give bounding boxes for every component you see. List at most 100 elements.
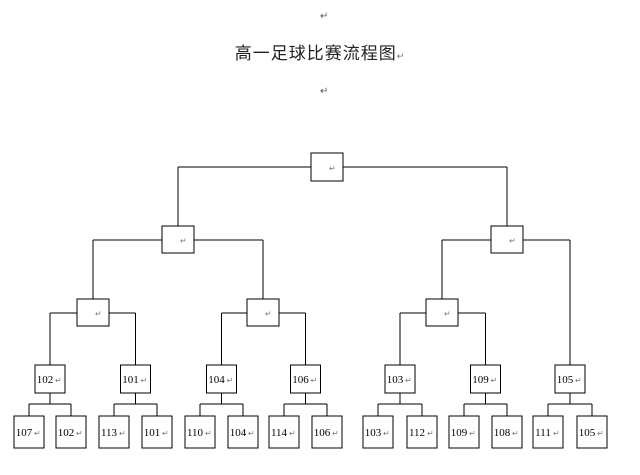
- team-box-label: 105: [579, 427, 596, 439]
- round2-box: ↵: [425, 298, 459, 327]
- winner-box-frame: [120, 364, 151, 394]
- team-box: 102↵: [55, 415, 87, 449]
- round2-box-paragraph-mark: ↵: [265, 310, 272, 319]
- team-box-paragraph-mark: ↵: [597, 429, 604, 438]
- winner-box: 105↵: [554, 364, 586, 394]
- team-box-frame: [406, 415, 438, 449]
- round2-box-frame: [425, 298, 459, 327]
- team-box-frame: [13, 415, 45, 449]
- winner-box-frame: [554, 364, 586, 394]
- final-box: ↵: [310, 152, 344, 182]
- winner-box-label: 102: [37, 374, 54, 386]
- team-box-label: 112: [409, 427, 425, 439]
- team-box-paragraph-mark: ↵: [119, 429, 126, 438]
- winner-box-paragraph-mark: ↵: [311, 376, 318, 385]
- winner-box: 109↵: [470, 364, 501, 394]
- team-box-frame: [184, 415, 216, 449]
- winner-box-frame: [290, 364, 321, 394]
- winner-box-paragraph-mark: ↵: [491, 376, 498, 385]
- team-box-label: 109: [451, 427, 468, 439]
- winner-box-paragraph-mark: ↵: [141, 376, 148, 385]
- team-box: 103↵: [362, 415, 394, 449]
- winner-box-frame: [470, 364, 501, 394]
- team-box-label: 103: [365, 427, 382, 439]
- semifinal-box-frame: [161, 225, 195, 254]
- team-box-paragraph-mark: ↵: [512, 429, 519, 438]
- team-box-paragraph-mark: ↵: [76, 429, 83, 438]
- team-box-paragraph-mark: ↵: [34, 429, 41, 438]
- paragraph-mark-middle: ↵: [320, 86, 329, 97]
- winner-box: 103↵: [384, 364, 416, 394]
- title-paragraph-mark: ↵: [396, 52, 406, 62]
- title-text: 高一足球比赛流程图: [234, 44, 397, 64]
- winner-box-paragraph-mark: ↵: [227, 376, 234, 385]
- team-box-label: 113: [101, 427, 118, 439]
- winner-box: 104↵: [206, 364, 237, 394]
- winner-box-frame: [34, 364, 66, 394]
- round2-box: ↵: [76, 298, 110, 327]
- team-box: 114↵: [268, 415, 300, 449]
- team-box-frame: [268, 415, 300, 449]
- team-box: 106↵: [311, 415, 343, 449]
- winner-box-paragraph-mark: ↵: [405, 376, 412, 385]
- team-box-paragraph-mark: ↵: [469, 429, 476, 438]
- team-box-frame: [311, 415, 343, 449]
- team-box-frame: [98, 415, 130, 449]
- team-box-paragraph-mark: ↵: [427, 429, 434, 438]
- team-box-label: 110: [187, 427, 204, 439]
- winner-box: 102↵: [34, 364, 66, 394]
- semifinal-box: ↵: [161, 225, 195, 254]
- page-title: 高一足球比赛流程图↵: [0, 39, 640, 64]
- team-box: 110↵: [184, 415, 216, 449]
- winner-box-frame: [384, 364, 416, 394]
- team-box-paragraph-mark: ↵: [205, 429, 212, 438]
- team-box: 105↵: [576, 415, 608, 449]
- team-box-paragraph-mark: ↵: [553, 429, 560, 438]
- semifinal-box-paragraph-mark: ↵: [509, 237, 516, 246]
- final-box-frame: [310, 152, 344, 182]
- team-box: 113↵: [98, 415, 130, 449]
- team-box-label: 108: [494, 427, 511, 439]
- team-box-label: 111: [535, 427, 551, 439]
- round2-box: ↵: [246, 298, 280, 327]
- team-box-label: 107: [16, 427, 33, 439]
- paragraph-mark-top: ↵: [320, 11, 329, 22]
- team-box-frame: [576, 415, 608, 449]
- round2-box-paragraph-mark: ↵: [444, 310, 451, 319]
- winner-box-paragraph-mark: ↵: [55, 376, 62, 385]
- team-box-frame: [532, 415, 564, 449]
- team-box: 112↵: [406, 415, 438, 449]
- team-box: 104↵: [227, 415, 259, 449]
- team-box: 111↵: [532, 415, 564, 449]
- team-box-paragraph-mark: ↵: [248, 429, 255, 438]
- final-box-paragraph-mark: ↵: [329, 164, 336, 173]
- team-box-paragraph-mark: ↵: [162, 429, 169, 438]
- team-box-label: 104: [230, 427, 247, 439]
- team-box-label: 102: [58, 427, 75, 439]
- team-box-label: 101: [144, 427, 161, 439]
- team-box: 109↵: [448, 415, 480, 449]
- round2-box-paragraph-mark: ↵: [95, 310, 102, 319]
- semifinal-box: ↵: [490, 225, 524, 254]
- team-box: 101↵: [141, 415, 173, 449]
- winner-box-label: 101: [122, 374, 139, 386]
- team-box-paragraph-mark: ↵: [383, 429, 390, 438]
- winner-box: 101↵: [120, 364, 151, 394]
- team-box-paragraph-mark: ↵: [332, 429, 339, 438]
- winner-box-paragraph-mark: ↵: [575, 376, 582, 385]
- winner-box-label: 109: [472, 374, 489, 386]
- winner-box: 106↵: [290, 364, 321, 394]
- team-box-frame: [362, 415, 394, 449]
- team-box-label: 106: [314, 427, 331, 439]
- winner-box-label: 105: [557, 374, 574, 386]
- team-box-frame: [55, 415, 87, 449]
- team-box-label: 114: [271, 427, 288, 439]
- team-box-paragraph-mark: ↵: [289, 429, 296, 438]
- winner-box-label: 103: [387, 374, 404, 386]
- team-box-frame: [141, 415, 173, 449]
- team-box-frame: [227, 415, 259, 449]
- team-box: 107↵: [13, 415, 45, 449]
- semifinal-box-frame: [490, 225, 524, 254]
- round2-box-frame: [246, 298, 280, 327]
